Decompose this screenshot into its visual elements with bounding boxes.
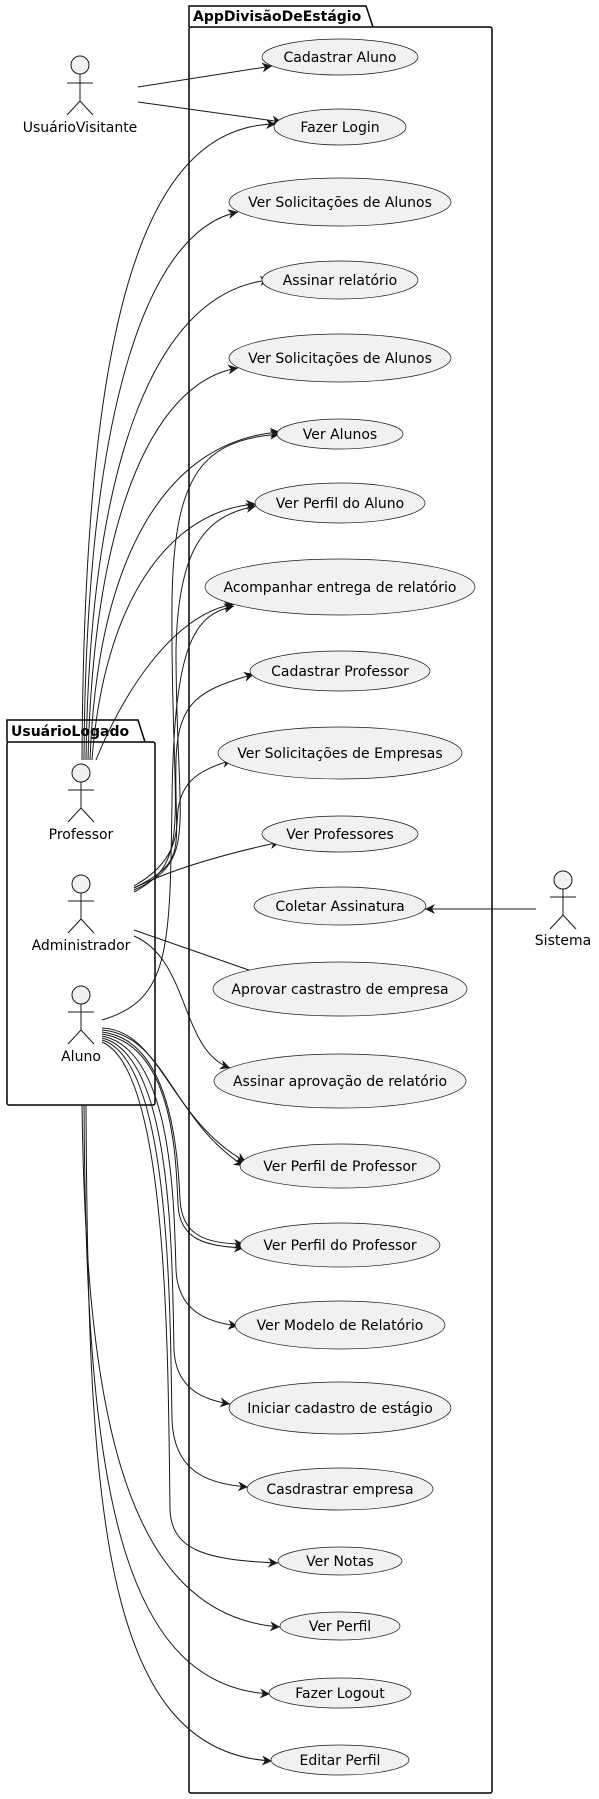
edge-admin-ver-alunos xyxy=(133,429,281,893)
actor-aluno-label: Aluno xyxy=(61,1049,101,1065)
usecase-label: Ver Notas xyxy=(306,1554,374,1570)
edge-professor-ver-solicitacoes-alunos-1 xyxy=(83,209,239,761)
usecase-label: Fazer Logout xyxy=(295,1686,385,1702)
edge-admin-ver-professores xyxy=(133,839,281,889)
usecase-label: Coletar Assinatura xyxy=(275,899,404,915)
edge-visitante-cadastrar-aluno xyxy=(137,62,273,88)
usecase-ver-modelo-relatorio[interactable]: Ver Modelo de Relatório xyxy=(234,1300,446,1350)
usecase-ver-alunos[interactable]: Ver Alunos xyxy=(276,418,404,450)
edge-professor-acompanhar-relatorio xyxy=(95,600,235,761)
package-logged-tab xyxy=(6,719,146,743)
association-edges xyxy=(81,62,536,1766)
edge-logado-ver-perfil xyxy=(81,1104,281,1632)
usecase-coletar-assinatura[interactable]: Coletar Assinatura xyxy=(253,886,427,926)
usecase-ver-perfil-do-professor[interactable]: Ver Perfil do Professor xyxy=(239,1222,441,1268)
edge-admin-ver-perfil-aluno xyxy=(133,503,257,891)
usecase-editar-perfil[interactable]: Editar Perfil xyxy=(270,1744,410,1776)
package-logged: UsuárioLogado xyxy=(6,719,156,1106)
usecase-ver-perfil-de-professor[interactable]: Ver Perfil de Professor xyxy=(239,1143,441,1189)
package-app-title: AppDivisãoDeEstágio xyxy=(193,9,362,25)
edge-visitante-fazer-login xyxy=(137,101,283,126)
usecase-fazer-login[interactable]: Fazer Login xyxy=(273,108,407,146)
usecase-label: Ver Alunos xyxy=(303,427,377,443)
edge-professor-ver-solicitacoes-alunos-2 xyxy=(87,364,239,761)
edge-aluno-ver-perfil-do-professor-2 xyxy=(101,1033,245,1253)
edge-aluno-casdrastrar-empresa xyxy=(101,1039,249,1492)
actor-visitante[interactable]: UsuárioVisitante xyxy=(23,55,138,136)
edge-professor-ver-alunos xyxy=(89,427,281,761)
usecase-label: Ver Perfil de Professor xyxy=(263,1159,417,1175)
usecase-ver-solicitacoes-alunos-1[interactable]: Ver Solicitações de Alunos xyxy=(228,177,452,227)
package-app: AppDivisãoDeEstágio xyxy=(188,5,493,1794)
actor-aluno[interactable]: Aluno xyxy=(61,985,101,1065)
usecase-label: Casdrastrar empresa xyxy=(266,1482,413,1498)
edge-aluno-acompanhar-relatorio xyxy=(101,603,235,1021)
usecase-fazer-logout[interactable]: Fazer Logout xyxy=(268,1677,412,1709)
usecase-casdrastrar-empresa[interactable]: Casdrastrar empresa xyxy=(246,1467,434,1511)
edge-professor-assinar-relatorio xyxy=(85,275,271,761)
edge-aluno-ver-perfil-professor-1 xyxy=(101,1027,247,1163)
edge-aluno-ver-modelo-relatorio xyxy=(101,1035,239,1330)
usecase-label: Acompanhar entrega de relatório xyxy=(224,580,457,596)
usecase-label: Cadastrar Aluno xyxy=(284,50,397,66)
usecase-label: Ver Modelo de Relatório xyxy=(257,1318,424,1334)
edge-admin-cadastrar-professor xyxy=(133,672,255,889)
actor-sistema[interactable]: Sistema xyxy=(535,870,591,949)
usecase-label: Editar Perfil xyxy=(300,1753,381,1769)
usecase-ver-professores[interactable]: Ver Professores xyxy=(261,815,419,853)
actor-administrador-label: Administrador xyxy=(32,938,131,954)
usecase-iniciar-cadastro-estagio[interactable]: Iniciar cadastro de estágio xyxy=(228,1381,452,1435)
package-logged-frame xyxy=(6,741,156,1106)
usecase-label: Ver Perfil do Aluno xyxy=(276,496,404,512)
edge-aluno-ver-perfil-do-professor-1 xyxy=(101,1031,245,1249)
edge-aluno-iniciar-estagio xyxy=(101,1037,231,1408)
edge-logado-fazer-logout xyxy=(83,1104,271,1699)
actor-visitante-label: UsuárioVisitante xyxy=(23,120,138,136)
edge-aluno-ver-perfil-professor-2 xyxy=(101,1029,245,1167)
usecase-ver-solicitacoes-alunos-2[interactable]: Ver Solicitações de Alunos xyxy=(228,333,452,383)
usecase-label: Ver Solicitações de Alunos xyxy=(248,195,432,211)
usecase-cadastrar-aluno[interactable]: Cadastrar Aluno xyxy=(261,38,419,76)
usecase-label: Ver Perfil xyxy=(309,1619,371,1635)
usecase-ver-perfil-aluno[interactable]: Ver Perfil do Aluno xyxy=(254,482,426,524)
usecase-label: Fazer Login xyxy=(300,120,379,136)
actor-administrador[interactable]: Administrador xyxy=(32,874,131,954)
usecase-acompanhar-relatorio[interactable]: Acompanhar entrega de relatório xyxy=(204,558,476,616)
usecase-aprovar-empresa[interactable]: Aprovar castrastro de empresa xyxy=(212,961,468,1017)
actor-professor[interactable]: Professor xyxy=(49,763,114,843)
edge-aluno-ver-notas xyxy=(101,1041,279,1568)
package-app-frame xyxy=(188,26,493,1794)
usecase-label: Ver Solicitações de Alunos xyxy=(248,351,432,367)
usecase-label: Assinar relatório xyxy=(283,273,398,289)
usecase-label: Ver Perfil do Professor xyxy=(263,1238,417,1254)
usecase-cadastrar-professor[interactable]: Cadastrar Professor xyxy=(249,650,431,692)
usecase-label: Ver Solicitações de Empresas xyxy=(237,746,442,762)
package-app-tab xyxy=(188,5,374,28)
usecase-assinar-aprovacao-relatorio[interactable]: Assinar aprovação de relatório xyxy=(213,1053,467,1109)
edge-admin-aprovar-empresa xyxy=(133,929,267,978)
usecase-ver-perfil[interactable]: Ver Perfil xyxy=(279,1611,401,1641)
usecase-label: Aprovar castrastro de empresa xyxy=(231,982,448,998)
edge-admin-assinar-aprovacao xyxy=(133,935,231,1070)
edge-professor-fazer-login xyxy=(81,119,277,761)
edge-professor-ver-perfil-aluno xyxy=(91,499,257,761)
usecase-label: Ver Professores xyxy=(286,827,394,843)
usecase-label: Iniciar cadastro de estágio xyxy=(247,1401,433,1417)
usecase-ver-notas[interactable]: Ver Notas xyxy=(277,1546,403,1576)
edge-logado-editar-perfil xyxy=(85,1104,273,1766)
usecase-label: Assinar aprovação de relatório xyxy=(233,1074,447,1090)
usecase-assinar-relatorio[interactable]: Assinar relatório xyxy=(261,260,419,300)
edge-admin-ver-solicitacoes-empresas xyxy=(133,758,233,887)
usecase-ver-solicitacoes-empresas[interactable]: Ver Solicitações de Empresas xyxy=(217,726,463,780)
usecase-label: Cadastrar Professor xyxy=(271,664,409,680)
package-logged-title: UsuárioLogado xyxy=(11,724,129,740)
actor-sistema-label: Sistema xyxy=(535,933,591,949)
use-cases: Cadastrar Aluno Fazer Login Ver Solicita… xyxy=(204,38,476,1776)
actor-professor-label: Professor xyxy=(49,827,114,843)
